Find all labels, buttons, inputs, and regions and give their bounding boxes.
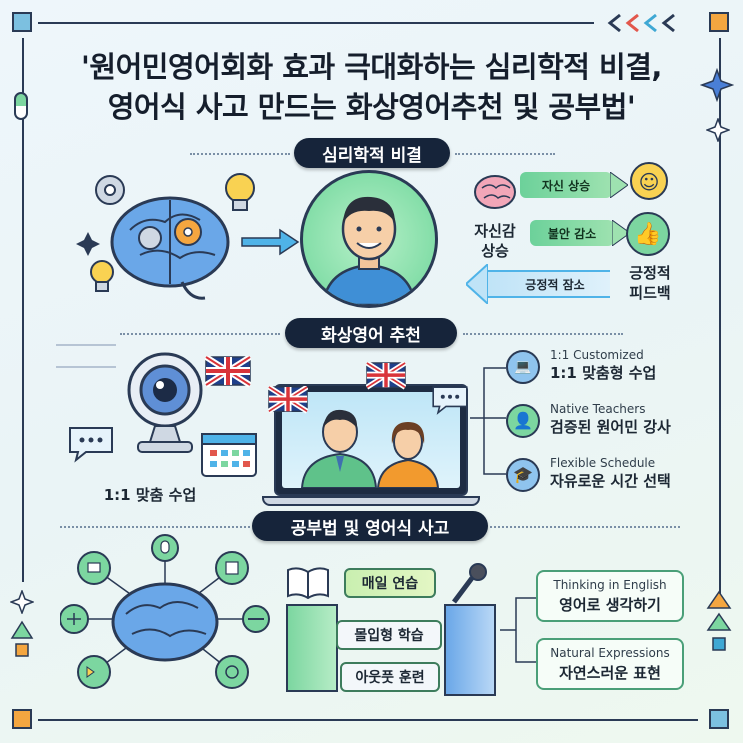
arrow-label-positive: 긍정적 잠소 — [525, 278, 585, 292]
frame-left-line — [22, 38, 24, 582]
text-lines-decoration — [56, 344, 116, 368]
chat-bubble-icon — [69, 427, 113, 463]
arrow-label-confidence-up: 자신 상승 — [520, 172, 612, 198]
arrow-bar-blue — [486, 270, 610, 298]
webcam-caption: 1:1 맞춤 수업 — [103, 486, 197, 504]
corner-square-icon — [709, 709, 729, 729]
frame-bottom-line — [38, 719, 698, 721]
connector-lines — [500, 597, 536, 663]
confidence-label-line1: 자신감 — [474, 222, 516, 240]
feature-native-teachers: 👤 Native Teachers 검증된 원어민 강사 — [506, 402, 716, 438]
divider — [60, 526, 250, 528]
pillar-left — [286, 604, 338, 692]
corner-square-icon — [709, 12, 729, 32]
page-title-line1: '원어민영어회화 효과 극대화하는 심리학적 비결, — [81, 50, 662, 84]
arrow-right-icon — [241, 228, 300, 256]
person-avatar-circle — [300, 170, 438, 308]
arrow-right-icon — [612, 220, 630, 246]
arrow-label-anxiety-down: 불안 감소 — [530, 220, 614, 246]
divider — [455, 153, 555, 155]
divider — [463, 333, 623, 335]
block-immersive-learning: 몰입형 학습 — [336, 620, 442, 650]
block-output-training: 아웃풋 훈련 — [340, 662, 440, 692]
uk-flag-icon — [268, 386, 308, 414]
frame-right-line — [719, 38, 721, 598]
uk-flag-icon — [366, 362, 406, 390]
feature-flexible-schedule: 🎓 Flexible Schedule 자유로운 시간 선택 — [506, 456, 716, 492]
laptop-base — [262, 496, 480, 506]
smiling-person-icon — [321, 196, 417, 305]
laptop-user-icon: 💻 — [506, 350, 540, 384]
card-natural-expressions: Natural Expressions 자연스러운 표현 — [536, 638, 684, 690]
arrow-right-icon — [610, 172, 628, 198]
frame-top-line — [38, 22, 594, 24]
corner-square-icon — [12, 12, 32, 32]
brain-icon — [474, 175, 516, 209]
triangle-icon — [10, 620, 34, 657]
book-icon — [287, 567, 329, 600]
feature-customized: 💻 1:1 Customized 1:1 맞춤형 수업 — [506, 348, 706, 384]
feedback-label-line2: 피드백 — [629, 284, 671, 302]
block-daily-practice: 매일 연습 — [344, 568, 436, 598]
section-title-video-english: 화상영어 추천 — [285, 318, 457, 348]
page-title-line2: 영어식 사고 만드는 화상영어추천 및 공부법' — [107, 90, 636, 124]
teacher-student-icon — [300, 409, 440, 488]
video-call-screen — [282, 392, 460, 488]
confidence-label-line2: 상승 — [481, 242, 509, 260]
divider — [190, 153, 290, 155]
microphone-icon — [452, 563, 487, 604]
sparkle-icon — [700, 68, 734, 102]
uk-flag-icon — [205, 356, 251, 388]
arrow-left-icon — [466, 264, 488, 304]
sparkle-icon — [10, 590, 34, 614]
divider — [490, 526, 680, 528]
section-title-study-method: 공부법 및 영어식 사고 — [252, 511, 488, 541]
card-thinking-in-english: Thinking in English 영어로 생각하기 — [536, 570, 684, 622]
capsule-icon — [14, 92, 28, 120]
sparkle-icon — [706, 118, 730, 142]
chat-bubble-icon — [432, 386, 468, 415]
lightbulb-icon — [225, 173, 255, 211]
corner-square-icon — [12, 709, 32, 729]
divider — [120, 333, 280, 335]
graduation-cap-icon: 🎓 — [506, 458, 540, 492]
triangle-icon — [706, 590, 732, 651]
calendar-icon — [201, 433, 257, 477]
brain-gears-icon — [76, 175, 230, 300]
section-title-psychology: 심리학적 비결 — [294, 138, 450, 168]
brain-network-icon — [60, 534, 270, 689]
smiley-face-icon: ☺ — [630, 162, 668, 200]
pillar-right — [444, 604, 496, 696]
chevrons-icon — [607, 13, 675, 33]
connector-lines — [470, 367, 506, 475]
lightbulb-icon — [90, 260, 114, 292]
feedback-label-line1: 긍정적 — [629, 264, 671, 282]
thumbs-up-icon: 👍 — [626, 212, 670, 256]
teacher-icon: 👤 — [506, 404, 540, 438]
webcam-icon — [127, 352, 203, 453]
